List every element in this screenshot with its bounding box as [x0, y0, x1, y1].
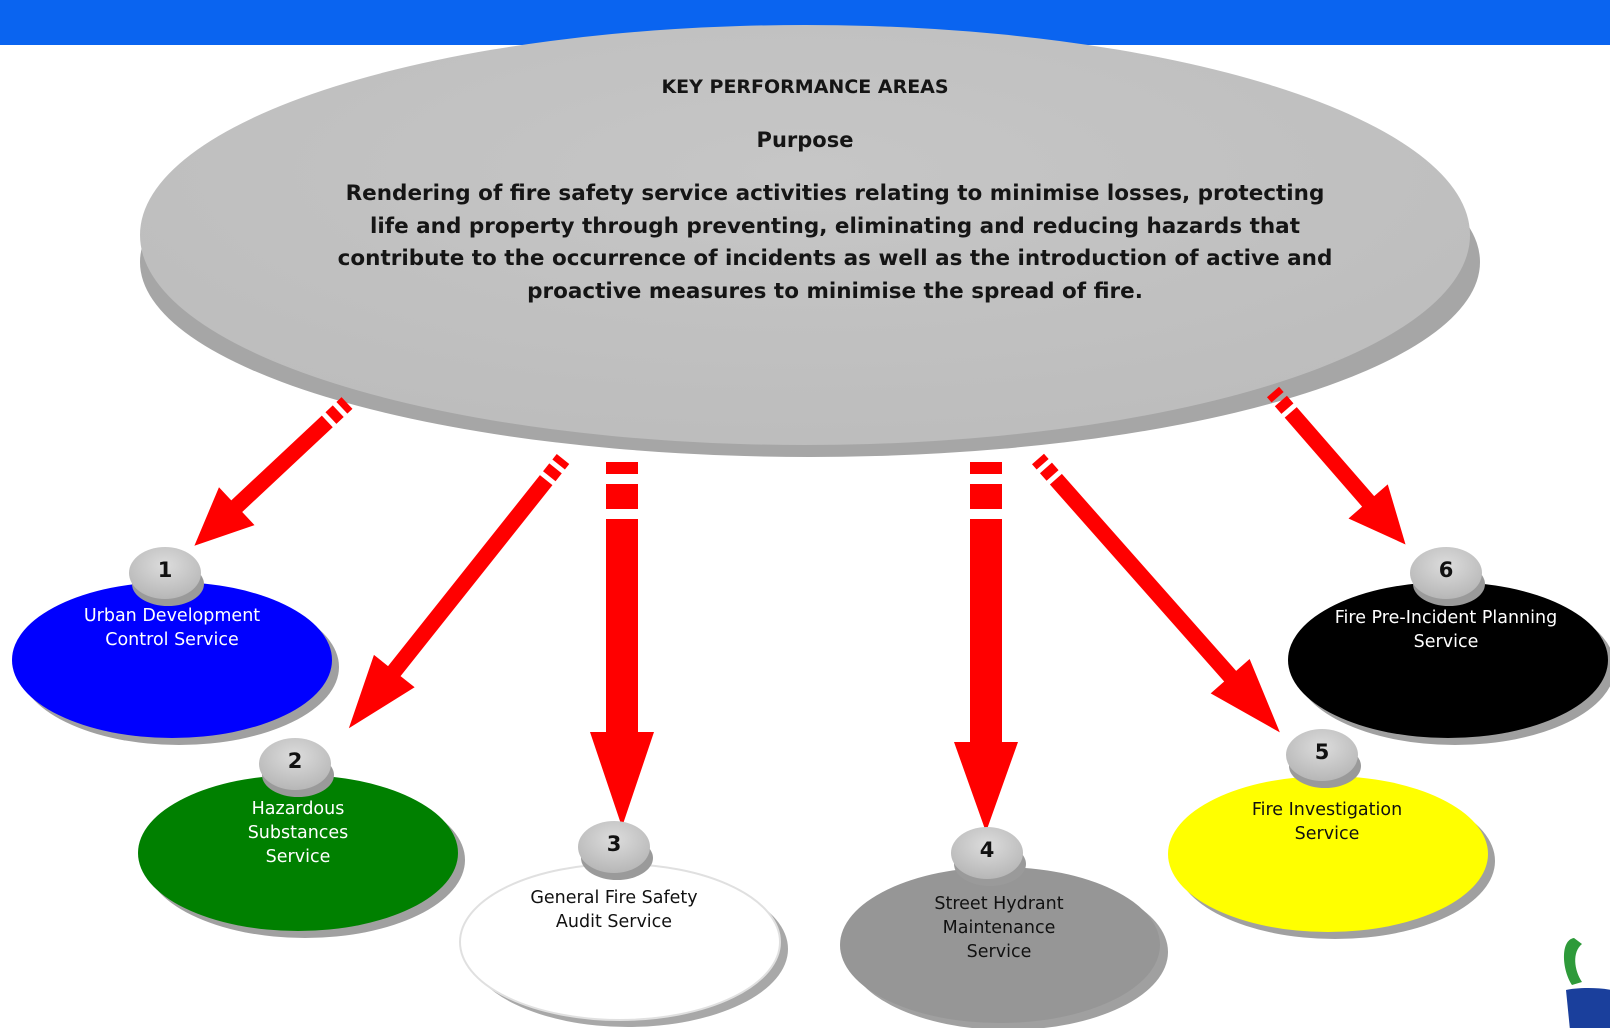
- badge-4-number: 4: [979, 838, 995, 862]
- purpose-description: Rendering of fire safety service activit…: [337, 181, 1333, 304]
- arrow-4-dash-a: [970, 462, 1002, 474]
- badge-1-number: 1: [157, 558, 173, 582]
- service-4-ellipse: [840, 867, 1160, 1023]
- service-5-ellipse: [1168, 776, 1488, 932]
- badge-2-top: [259, 738, 331, 790]
- badge-6-top: [1410, 547, 1482, 599]
- main-title: KEY PERFORMANCE AREAS: [661, 76, 949, 98]
- arrow-1-dash-b: [325, 405, 344, 424]
- arrow-2-dash-b: [543, 463, 562, 482]
- arrow-1-head: [194, 415, 333, 546]
- service-1-ellipse: [12, 582, 332, 738]
- arrow-4-head: [954, 519, 1018, 832]
- arrow-3-dash-b: [606, 484, 638, 509]
- arrow-1-dash-a: [336, 397, 353, 414]
- service-6-label: Fire Pre-Incident Planning Service: [1334, 608, 1558, 652]
- badge-3-number: 3: [606, 832, 622, 856]
- arrow-6: [1266, 386, 1406, 545]
- badge-6-number: 6: [1438, 558, 1454, 582]
- logo-leaf-shape: [1564, 938, 1582, 985]
- logo-base-shape: [1566, 988, 1610, 1028]
- arrow-4-dash-b: [970, 484, 1002, 509]
- badge-4-top: [951, 827, 1023, 879]
- badge-6: [1410, 547, 1485, 606]
- badge-5-top: [1286, 729, 1358, 781]
- service-3-label: General Fire Safety Audit Service: [530, 888, 698, 932]
- arrow-5-dash-a: [1032, 453, 1049, 470]
- service-4-label: Street Hydrant Maintenance Service: [934, 894, 1064, 962]
- arrow-6-dash-a: [1266, 386, 1284, 403]
- badge-3-top: [578, 821, 650, 873]
- badge-1: [129, 547, 204, 606]
- service-1-label: Urban Development Control Service: [83, 606, 261, 650]
- badge-2-number: 2: [287, 749, 303, 773]
- logo-partial-icon: [1564, 938, 1610, 1028]
- arrow-4: [954, 462, 1018, 832]
- arrow-1: [194, 397, 353, 546]
- arrow-3-head: [590, 519, 654, 827]
- purpose-ellipse: [140, 25, 1480, 457]
- arrow-2: [348, 454, 570, 729]
- arrow-2-head: [348, 475, 553, 729]
- badge-5: [1286, 729, 1361, 788]
- badge-3: [578, 821, 653, 880]
- arrow-3: [590, 462, 654, 827]
- arrow-6-dash-b: [1274, 395, 1294, 414]
- arrow-5-head: [1049, 473, 1280, 733]
- arrow-2-dash-a: [552, 454, 570, 470]
- service-6-ellipse: [1288, 582, 1608, 738]
- service-2-ellipse: [138, 775, 458, 931]
- arrow-5-dash-b: [1039, 462, 1059, 481]
- badge-4: [951, 827, 1026, 886]
- badge-5-number: 5: [1314, 740, 1330, 764]
- purpose-heading: Purpose: [756, 128, 854, 152]
- purpose-ellipse-body: [140, 25, 1470, 445]
- badge-2: [259, 738, 334, 797]
- arrow-6-head: [1284, 407, 1406, 545]
- arrow-5: [1032, 453, 1280, 733]
- service-2-label: Hazardous Substances Service: [247, 799, 349, 867]
- badge-1-top: [129, 547, 201, 599]
- service-5-label: Fire Investigation Service: [1251, 800, 1403, 844]
- arrow-3-dash-a: [606, 462, 638, 474]
